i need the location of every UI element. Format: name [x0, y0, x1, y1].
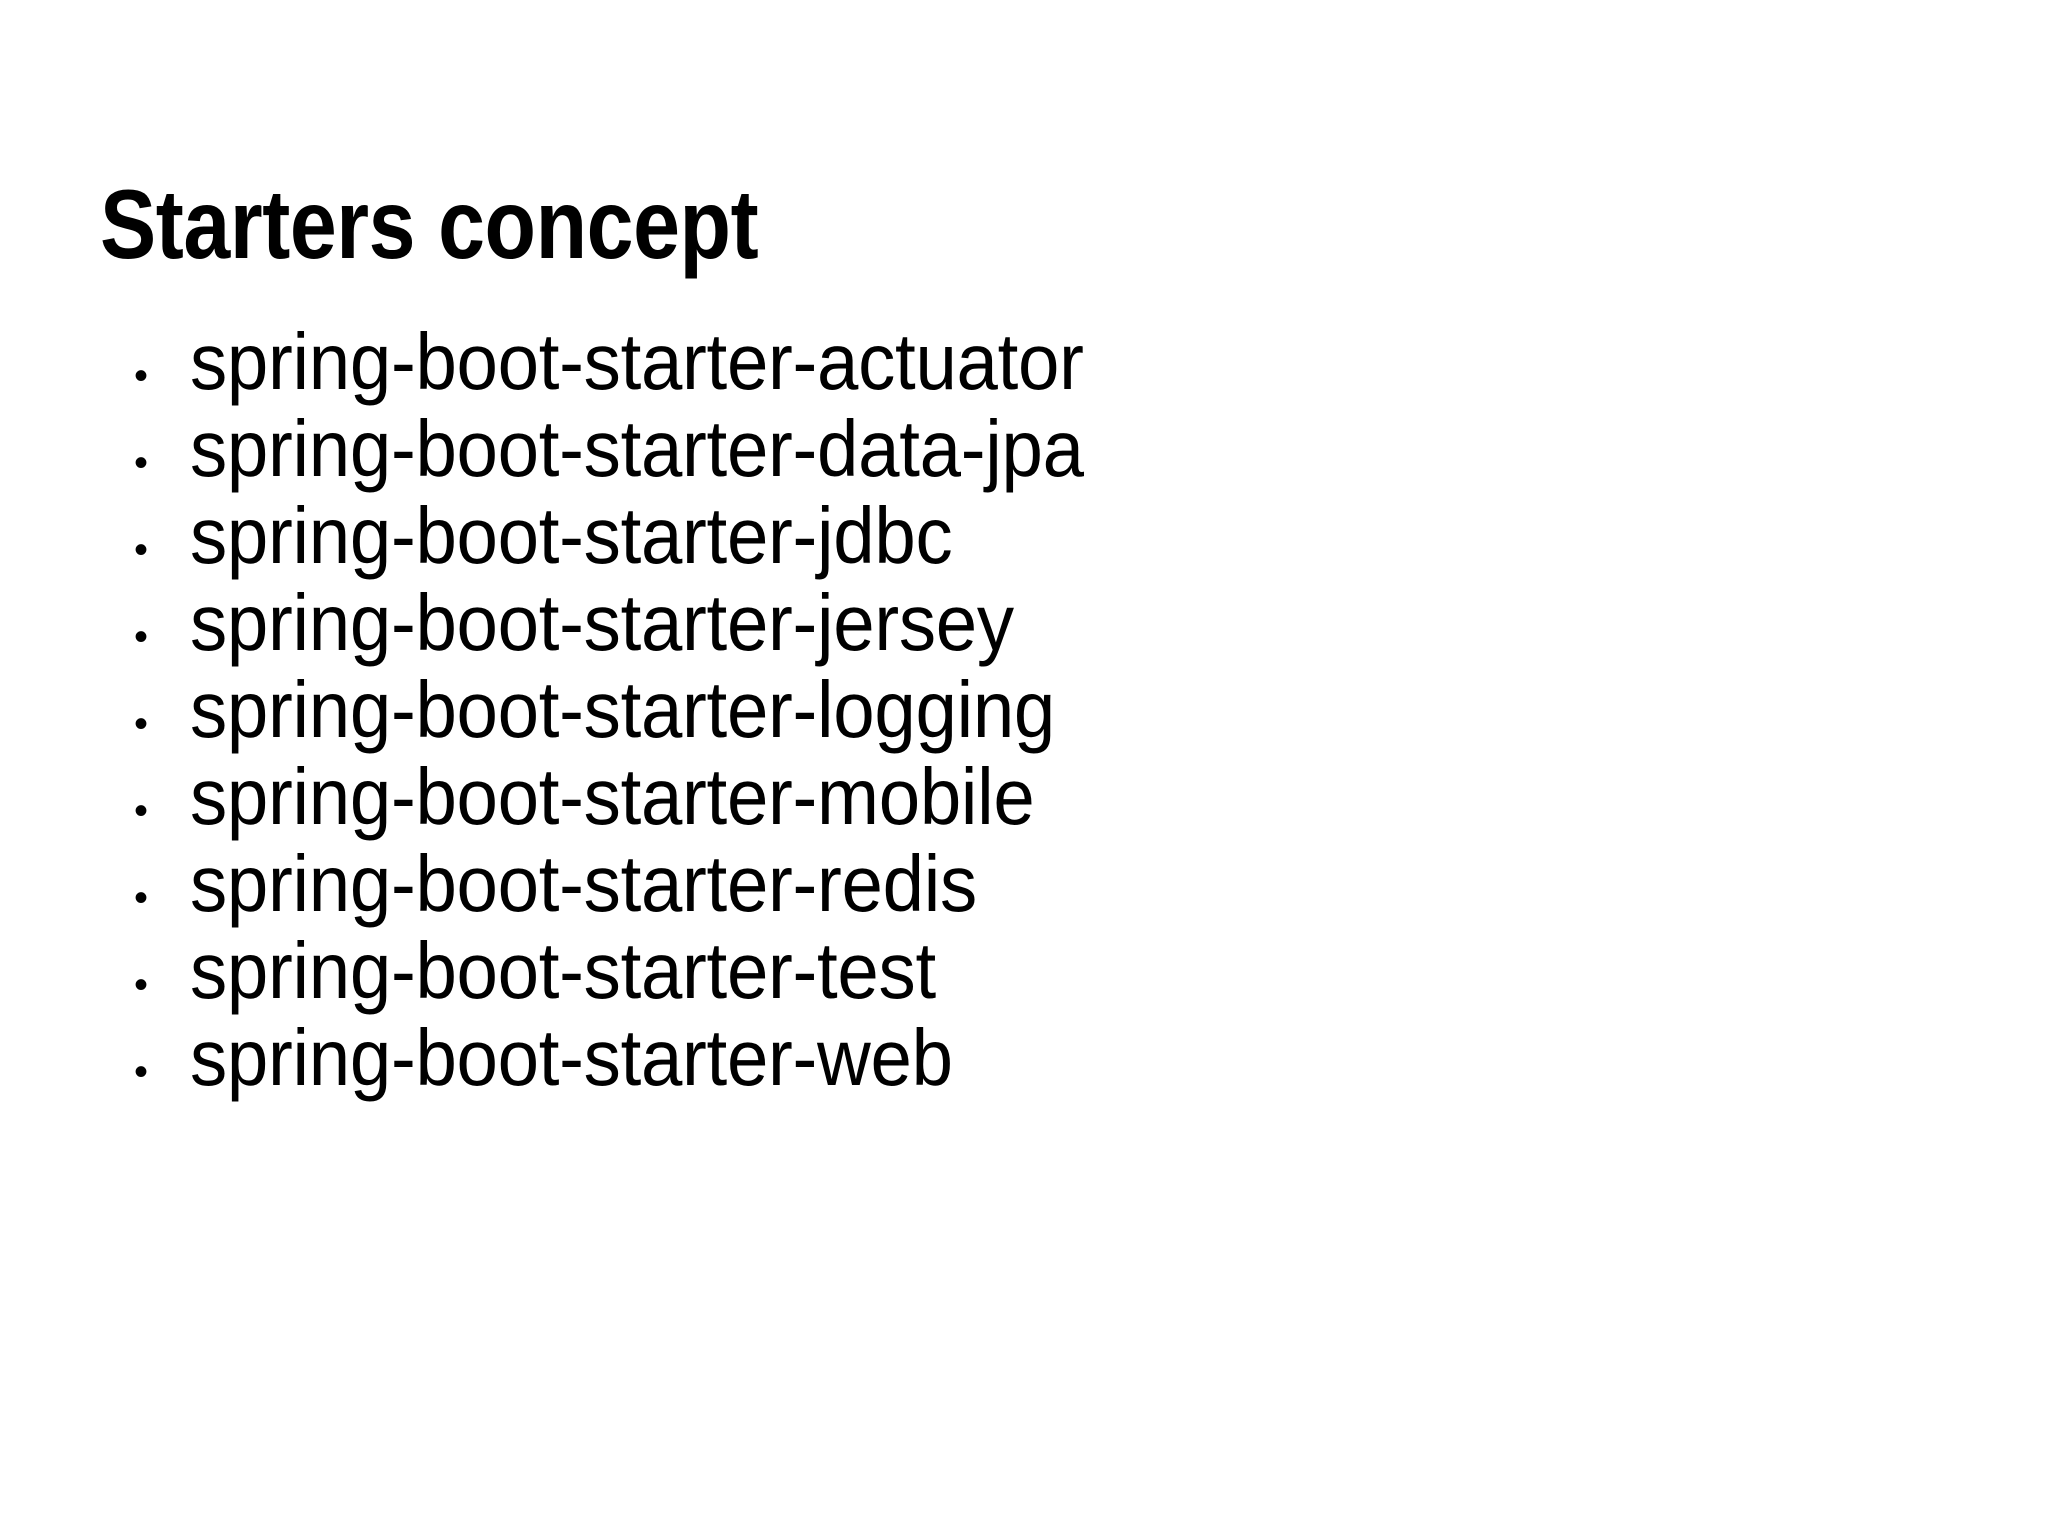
- list-item: • spring-boot-starter-web: [128, 1014, 1151, 1101]
- list-item-label: spring-boot-starter-data-jpa: [190, 404, 1084, 493]
- bullet-point-icon: •: [134, 1050, 149, 1094]
- list-item-label: spring-boot-starter-redis: [190, 839, 977, 928]
- list-item-label: spring-boot-starter-logging: [190, 665, 1056, 754]
- list-item: • spring-boot-starter-actuator: [128, 318, 1151, 405]
- bullet-point-icon: •: [134, 789, 149, 833]
- list-item: • spring-boot-starter-data-jpa: [128, 405, 1151, 492]
- bullet-point-icon: •: [134, 963, 149, 1007]
- list-item-label: spring-boot-starter-mobile: [190, 752, 1035, 841]
- list-item-label: spring-boot-starter-actuator: [190, 317, 1084, 406]
- list-item: • spring-boot-starter-logging: [128, 666, 1151, 753]
- bullet-point-icon: •: [134, 354, 149, 398]
- bullet-point-icon: •: [134, 876, 149, 920]
- page-title: Starters concept: [100, 168, 759, 279]
- list-item: • spring-boot-starter-mobile: [128, 753, 1151, 840]
- bullet-point-icon: •: [134, 702, 149, 746]
- bullet-point-icon: •: [134, 441, 149, 485]
- list-item-label: spring-boot-starter-jersey: [190, 578, 1014, 667]
- list-item-label: spring-boot-starter-jdbc: [190, 491, 953, 580]
- list-item-label: spring-boot-starter-test: [190, 926, 936, 1015]
- list-item: • spring-boot-starter-jersey: [128, 579, 1151, 666]
- list-item: • spring-boot-starter-jdbc: [128, 492, 1151, 579]
- list-item: • spring-boot-starter-redis: [128, 840, 1151, 927]
- list-item-label: spring-boot-starter-web: [190, 1013, 953, 1102]
- list-item: • spring-boot-starter-test: [128, 927, 1151, 1014]
- bullet-point-icon: •: [134, 615, 149, 659]
- bullet-point-icon: •: [134, 528, 149, 572]
- starters-bullet-list: • spring-boot-starter-actuator • spring-…: [128, 318, 1151, 1101]
